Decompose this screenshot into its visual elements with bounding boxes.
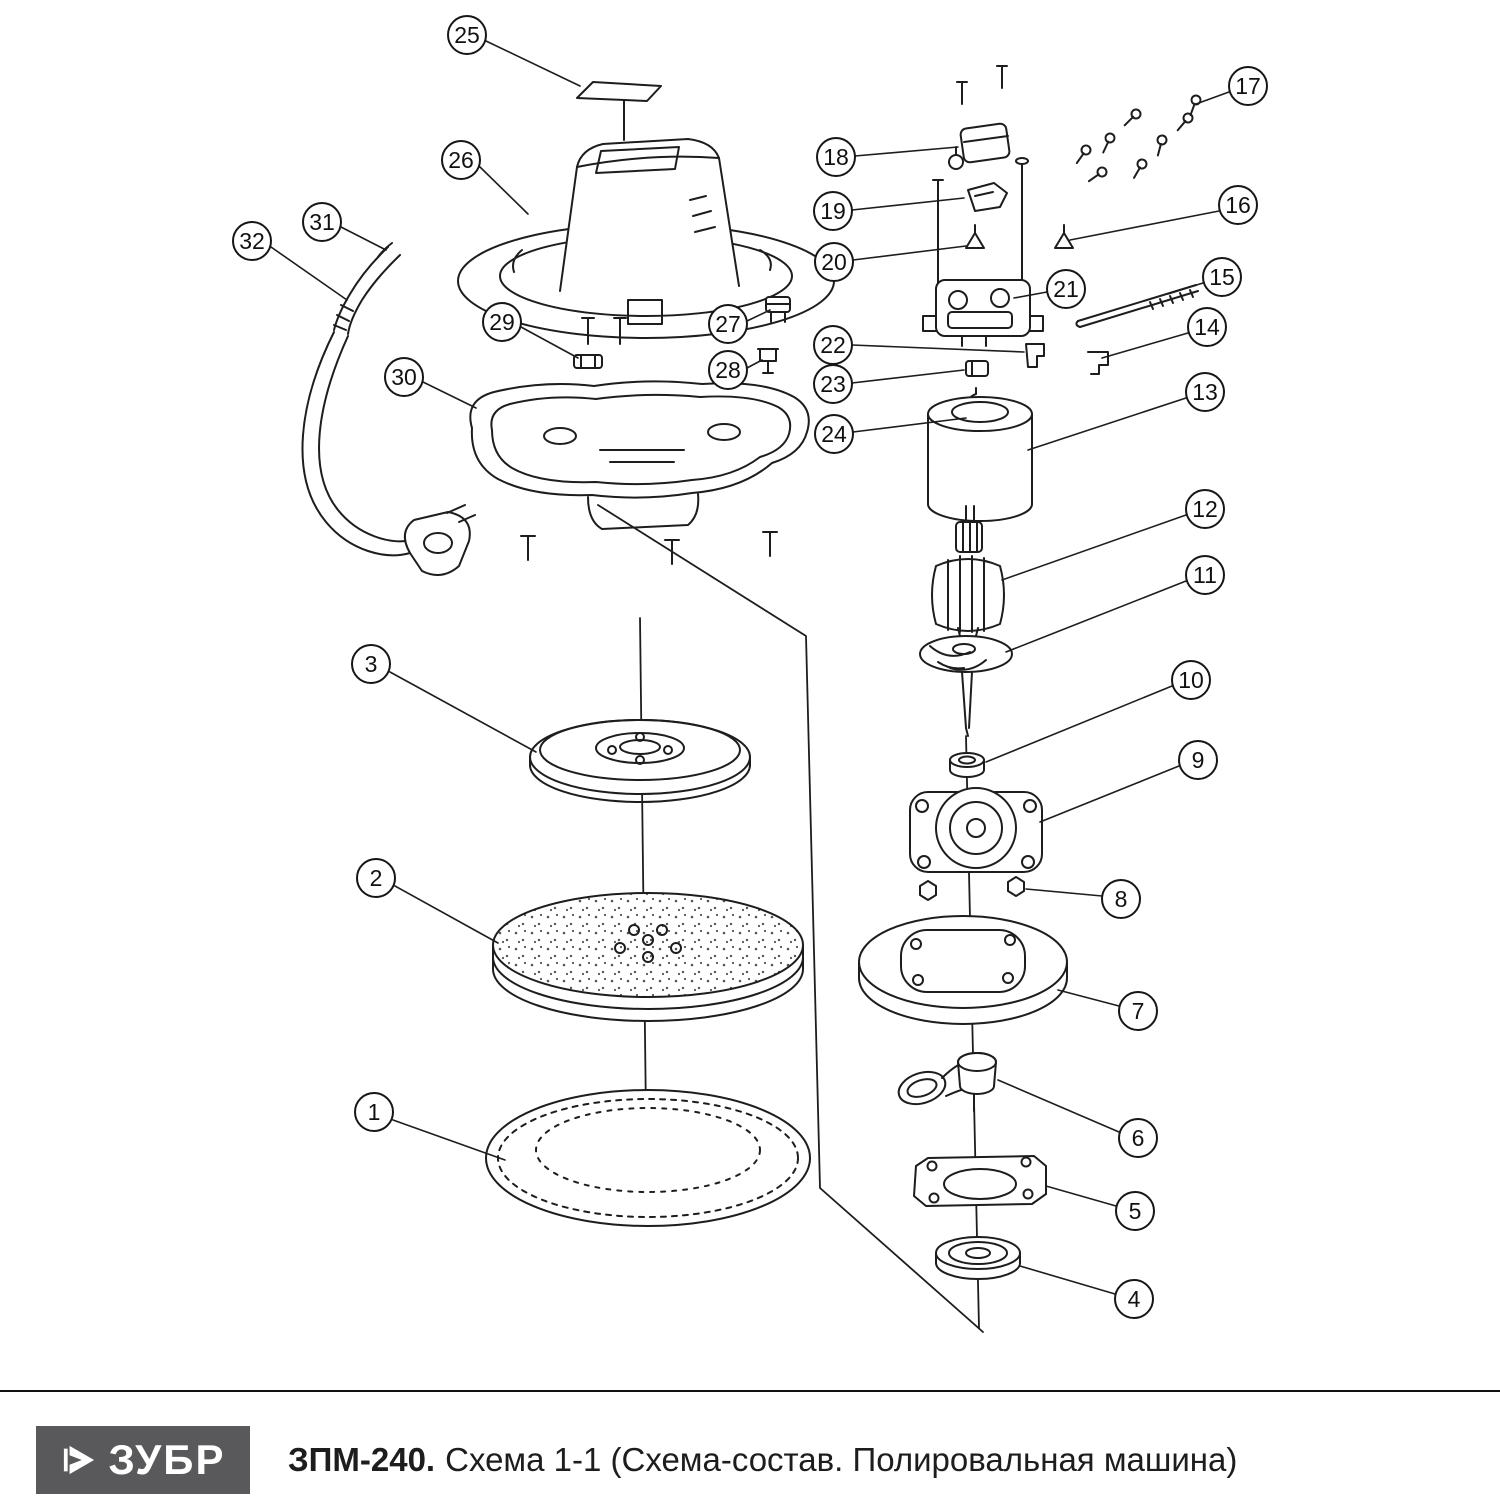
part-5-clamp-plate: [913, 1155, 1047, 1207]
part-6-counterweight: [897, 1052, 997, 1112]
part-29-clip: [573, 354, 603, 369]
callout-30: 30: [384, 357, 424, 397]
part-23-carbon-brush: [965, 360, 989, 377]
part-15-long-screw: [1075, 284, 1199, 328]
part-1-polishing-bonnet: [485, 1089, 811, 1227]
callout-6: 6: [1118, 1118, 1158, 1158]
callout-leader-lines: [270, 40, 1230, 1295]
callout-3: 3: [351, 644, 391, 684]
part-7-cover-plate: [858, 915, 1068, 1025]
callout-23: 23: [813, 364, 853, 404]
footer: ЗУБР ЗПМ-240.Схема 1-1 (Схема-состав. По…: [0, 1390, 1500, 1494]
callout-16: 16: [1218, 185, 1258, 225]
part-2-sanding-disc: [492, 892, 804, 1022]
callout-4: 4: [1114, 1279, 1154, 1319]
callout-5: 5: [1115, 1191, 1155, 1231]
zubr-logo-icon: [64, 1445, 95, 1475]
callout-32: 32: [232, 221, 272, 261]
exploded-diagram: [270, 40, 1230, 1333]
callout-31: 31: [302, 202, 342, 242]
model-number: ЗПМ-240.: [288, 1441, 436, 1478]
callout-28: 28: [708, 350, 748, 390]
part-25-label-plate: [576, 81, 662, 141]
callout-15: 15: [1202, 257, 1242, 297]
part-27-switch-button: [765, 296, 791, 323]
part-10-bushing: [949, 752, 985, 778]
callout-7: 7: [1118, 991, 1158, 1031]
callout-17: 17: [1228, 66, 1268, 106]
callout-26: 26: [441, 140, 481, 180]
part-20-terminal-forks: [965, 224, 1074, 249]
part-8-nuts: [919, 876, 1025, 901]
part-4-bearing: [935, 1236, 1021, 1280]
part-11-fan: [919, 635, 1013, 737]
zubr-logo: ЗУБР: [36, 1426, 250, 1494]
callout-21: 21: [1046, 269, 1086, 309]
callout-12: 12: [1185, 489, 1225, 529]
part-30-base-housing: [469, 380, 810, 530]
part-9-gear-housing: [909, 787, 1043, 873]
part-12-armature: [931, 505, 1005, 645]
part-21-brush-housing: [922, 279, 1044, 347]
part-17-screws: [1075, 94, 1202, 183]
part-14-clip: [1087, 351, 1109, 375]
callout-8: 8: [1101, 879, 1141, 919]
part-22-bracket: [1025, 343, 1045, 368]
callout-27: 27: [708, 304, 748, 344]
callout-2: 2: [356, 858, 396, 898]
callout-20: 20: [814, 242, 854, 282]
part-32-plug: [403, 504, 476, 576]
callout-24: 24: [814, 414, 854, 454]
callout-11: 11: [1185, 555, 1225, 595]
part-18-switch: [948, 122, 1011, 170]
callout-1: 1: [354, 1092, 394, 1132]
footer-divider: [0, 1390, 1500, 1392]
cover-screws: [581, 317, 627, 345]
callout-29: 29: [482, 302, 522, 342]
part-13-stator: [927, 396, 1033, 522]
top-screws: [956, 65, 1008, 105]
part-31-power-cord: [301, 242, 413, 557]
callout-14: 14: [1187, 307, 1227, 347]
part-3-backing-plate: [529, 719, 751, 803]
callout-25: 25: [447, 15, 487, 55]
diagram-caption-line: ЗПМ-240.Схема 1-1 (Схема-состав. Полиров…: [288, 1441, 1237, 1479]
callout-9: 9: [1178, 740, 1218, 780]
callout-18: 18: [816, 137, 856, 177]
housing-screws: [520, 531, 778, 565]
part-28-contact: [757, 348, 779, 374]
callout-13: 13: [1185, 372, 1225, 412]
callout-10: 10: [1171, 660, 1211, 700]
brand-name: ЗУБР: [108, 1436, 226, 1483]
callout-19: 19: [813, 191, 853, 231]
diagram-caption: Схема 1-1 (Схема-состав. Полировальная м…: [445, 1441, 1238, 1478]
callout-22: 22: [813, 325, 853, 365]
